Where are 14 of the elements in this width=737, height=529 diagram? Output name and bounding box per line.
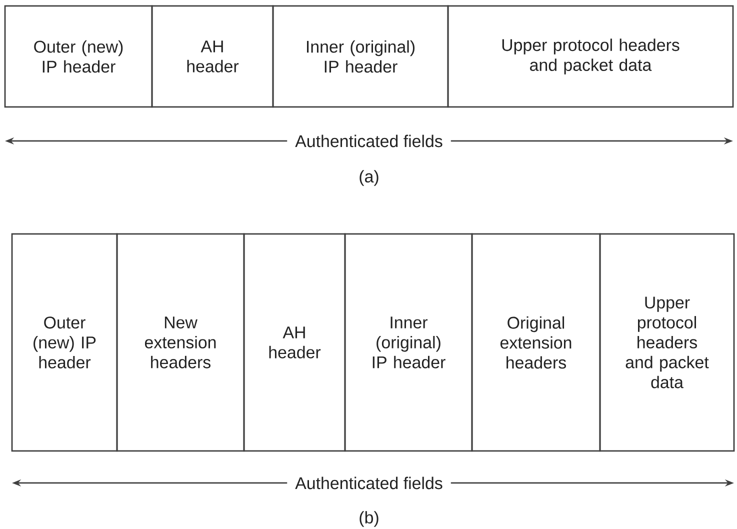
header-field: New extension headers bbox=[116, 233, 245, 452]
header-field: Inner (original) IP header bbox=[272, 5, 449, 108]
dimension-label: Authenticated fields bbox=[287, 474, 451, 492]
header-field: Outer (new) IP header bbox=[4, 5, 153, 108]
header-field: AH header bbox=[243, 233, 346, 452]
header-field: Original extension headers bbox=[471, 233, 601, 452]
header-field: Upper protocol headers and packet data bbox=[447, 5, 734, 108]
dimension-label: Authenticated fields bbox=[287, 132, 451, 150]
header-field: AH header bbox=[151, 5, 274, 108]
figure-caption: (b) bbox=[360, 511, 378, 527]
header-field: Upper protocol headers and packet data bbox=[599, 233, 735, 452]
header-field: Outer (new) IP header bbox=[11, 233, 118, 452]
header-field: Inner (original) IP header bbox=[344, 233, 473, 452]
figure-caption: (a) bbox=[360, 170, 378, 186]
